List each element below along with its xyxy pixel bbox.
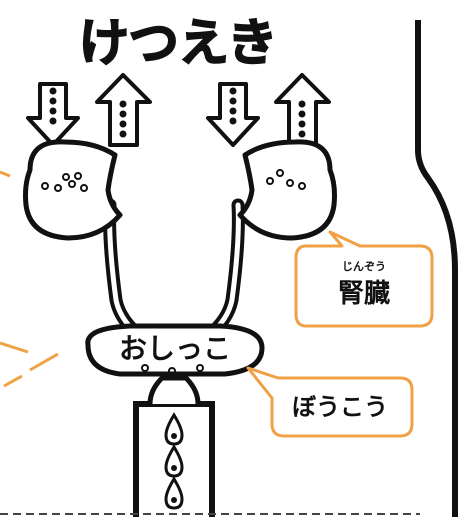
kidney-label: 腎臓	[338, 279, 390, 309]
right-kidney	[237, 139, 337, 241]
drop-icon	[164, 412, 184, 446]
left-up-arrow-icon	[95, 73, 152, 147]
bladder-label: おしっこ	[119, 332, 231, 365]
bladder: おしっこ	[85, 323, 265, 377]
bladder-callout-label: ぼうこう	[292, 393, 388, 421]
title-text: けつえき	[79, 14, 278, 72]
left-down-arrow-icon	[26, 82, 80, 147]
bladder-callout: ぼうこう	[246, 366, 414, 438]
drop-icon	[164, 476, 184, 510]
ureters	[103, 198, 245, 343]
urethra	[133, 375, 215, 517]
kidney-ruby: じんぞう	[342, 260, 386, 273]
body-outline	[415, 20, 458, 517]
kidney-callout: じんぞう 腎臓	[294, 230, 434, 328]
drop-icon	[164, 444, 184, 478]
left-kidney	[23, 139, 123, 241]
right-up-arrow-icon	[274, 73, 331, 147]
orange-dashes	[0, 170, 59, 388]
right-down-arrow-icon	[206, 82, 260, 147]
